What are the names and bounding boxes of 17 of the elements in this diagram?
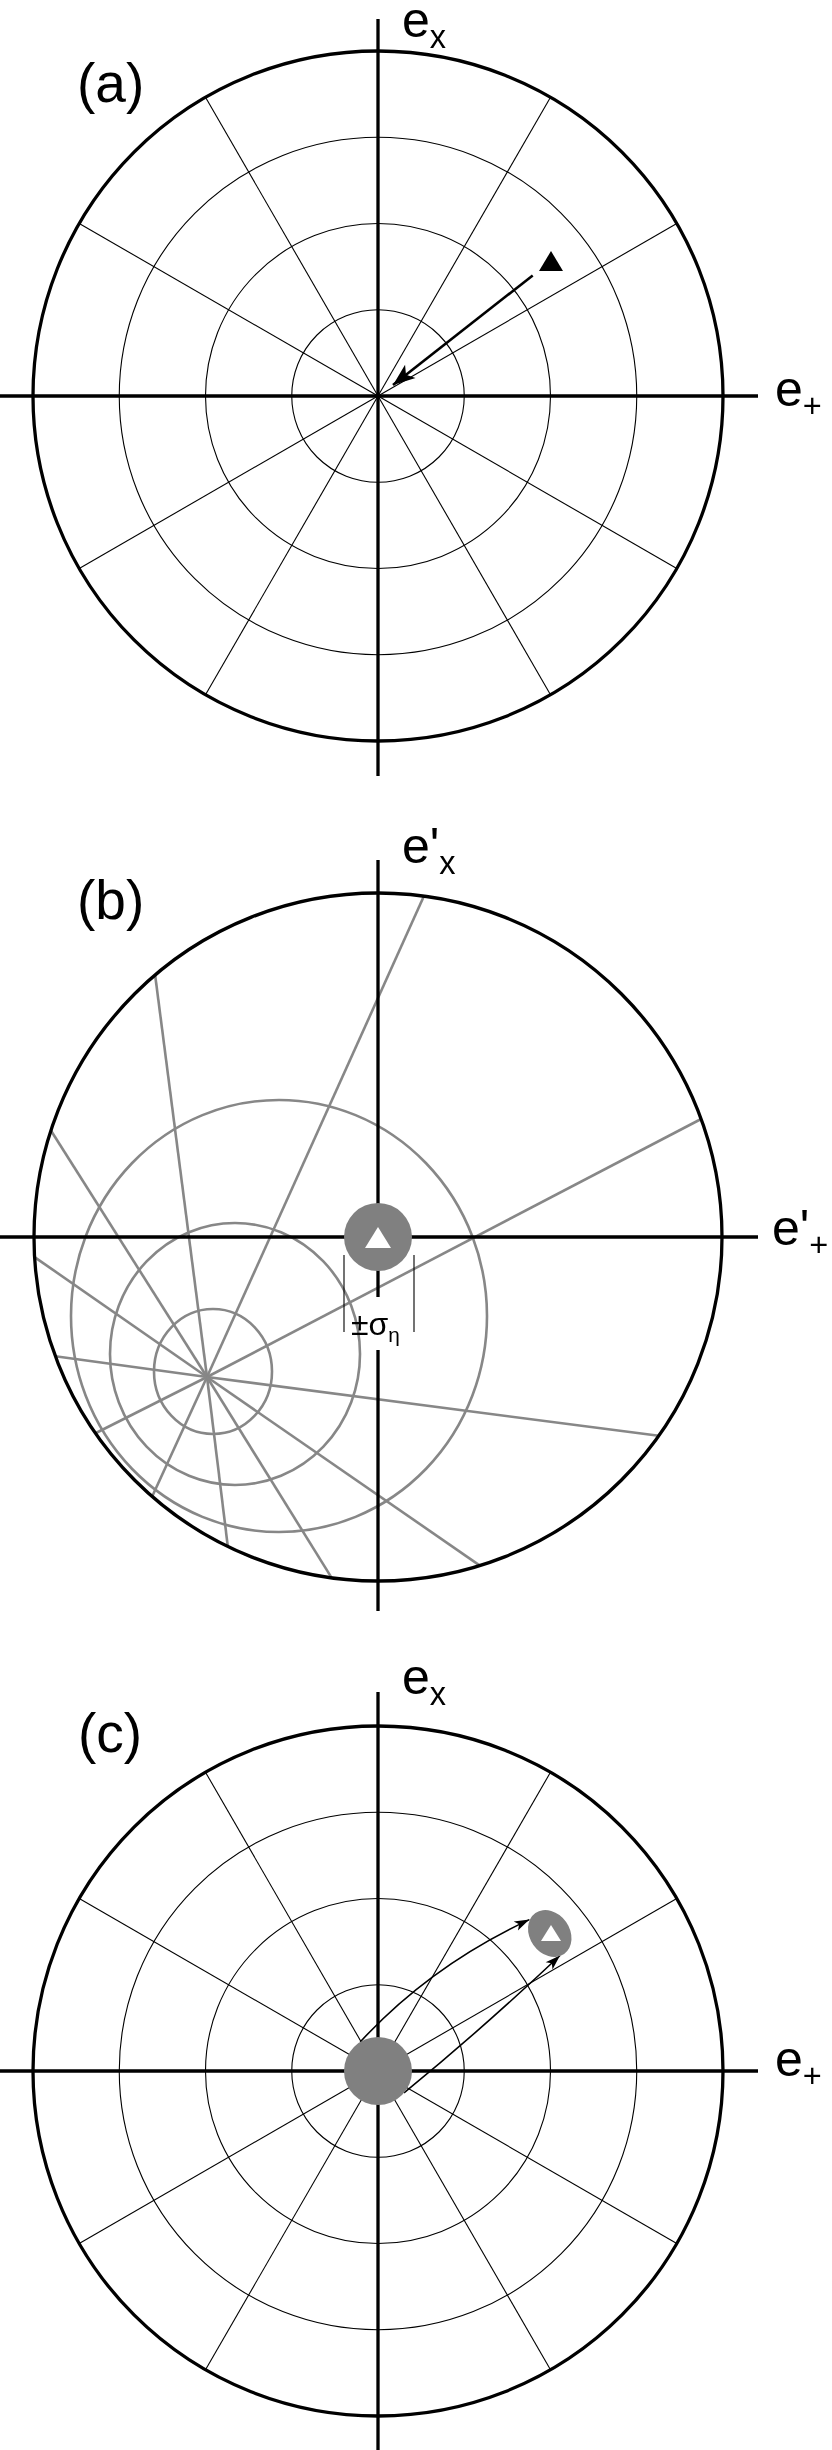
panel-label: (a) xyxy=(77,52,145,116)
panel-label: (c) xyxy=(78,1702,143,1766)
arrow xyxy=(403,1954,561,2094)
arrow xyxy=(392,274,534,387)
axis-label: e'$_{x}$ xyxy=(402,826,456,877)
dimension-label: ±σ$_{η}$ xyxy=(351,1312,400,1344)
disk-marker xyxy=(344,1203,412,1271)
axis-label: e'$_{+}$ xyxy=(772,1208,829,1259)
axis-label: e$_{x}$ xyxy=(402,1657,447,1708)
axis-label: e$_{+}$ xyxy=(775,369,822,420)
disk-marker xyxy=(344,2037,412,2105)
panel-label: (b) xyxy=(77,869,145,933)
arrow xyxy=(359,1918,531,2043)
ellipse-marker xyxy=(527,1909,572,1957)
triangle-marker xyxy=(539,251,563,271)
axis-label: e$_{x}$ xyxy=(402,0,447,51)
axis-label: e$_{+}$ xyxy=(775,2039,822,2090)
